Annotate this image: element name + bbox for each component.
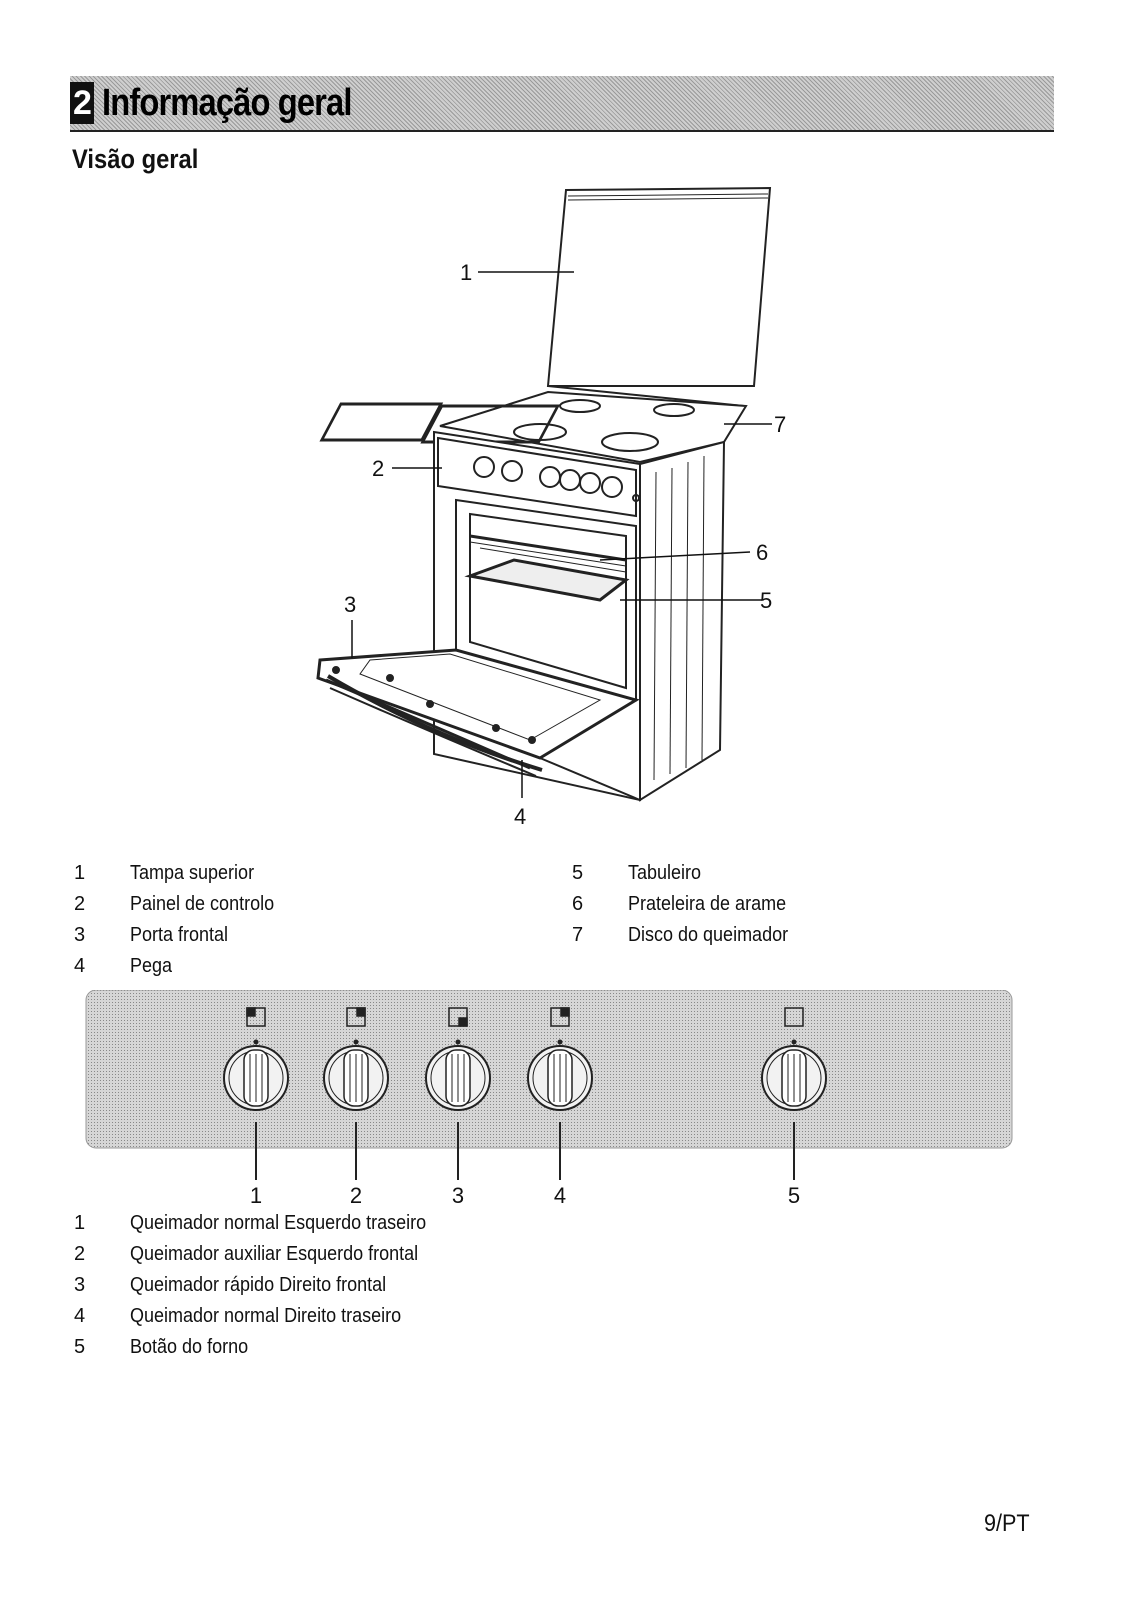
chapter-header: 2 Informação geral [70,76,1054,132]
knob-4 [527,1007,593,1180]
oven-callout-7: 7 [774,412,786,437]
knob-symbol-icon [448,1007,468,1027]
knob-2 [323,1007,389,1180]
knob-symbol-icon [246,1007,266,1027]
knob-symbol-icon [784,1007,804,1027]
knob-callout-5: 5 [788,1183,800,1208]
knob-callout-3: 3 [452,1183,464,1208]
oven-callout-5: 5 [760,588,772,613]
control-panel-illustration: 1 2 3 4 5 [85,990,1013,1208]
knob-3 [425,1007,491,1180]
oven-callout-2: 2 [372,456,384,481]
knob-callout-4: 4 [554,1183,566,1208]
oven-callout-1: 1 [460,260,472,285]
knob-callout-1: 1 [250,1183,262,1208]
chapter-number: 2 [70,82,94,124]
oven-illustration: 1 2 3 4 5 6 7 [316,186,786,829]
lid-shape [546,186,772,387]
oven-callout-6: 6 [756,540,768,565]
oven-door [316,648,640,760]
page-number: 9/PT [984,1510,1030,1537]
oven-callout-4: 4 [514,804,526,829]
section-title: Visão geral [72,144,199,174]
knob-1 [223,1007,289,1180]
chapter-title: Informação geral [102,82,352,124]
knob-symbol-icon [550,1007,570,1027]
knob-symbol-icon [346,1007,366,1027]
oven-callout-3: 3 [344,592,356,617]
knob-5 [761,1007,827,1180]
knob-callout-2: 2 [350,1183,362,1208]
